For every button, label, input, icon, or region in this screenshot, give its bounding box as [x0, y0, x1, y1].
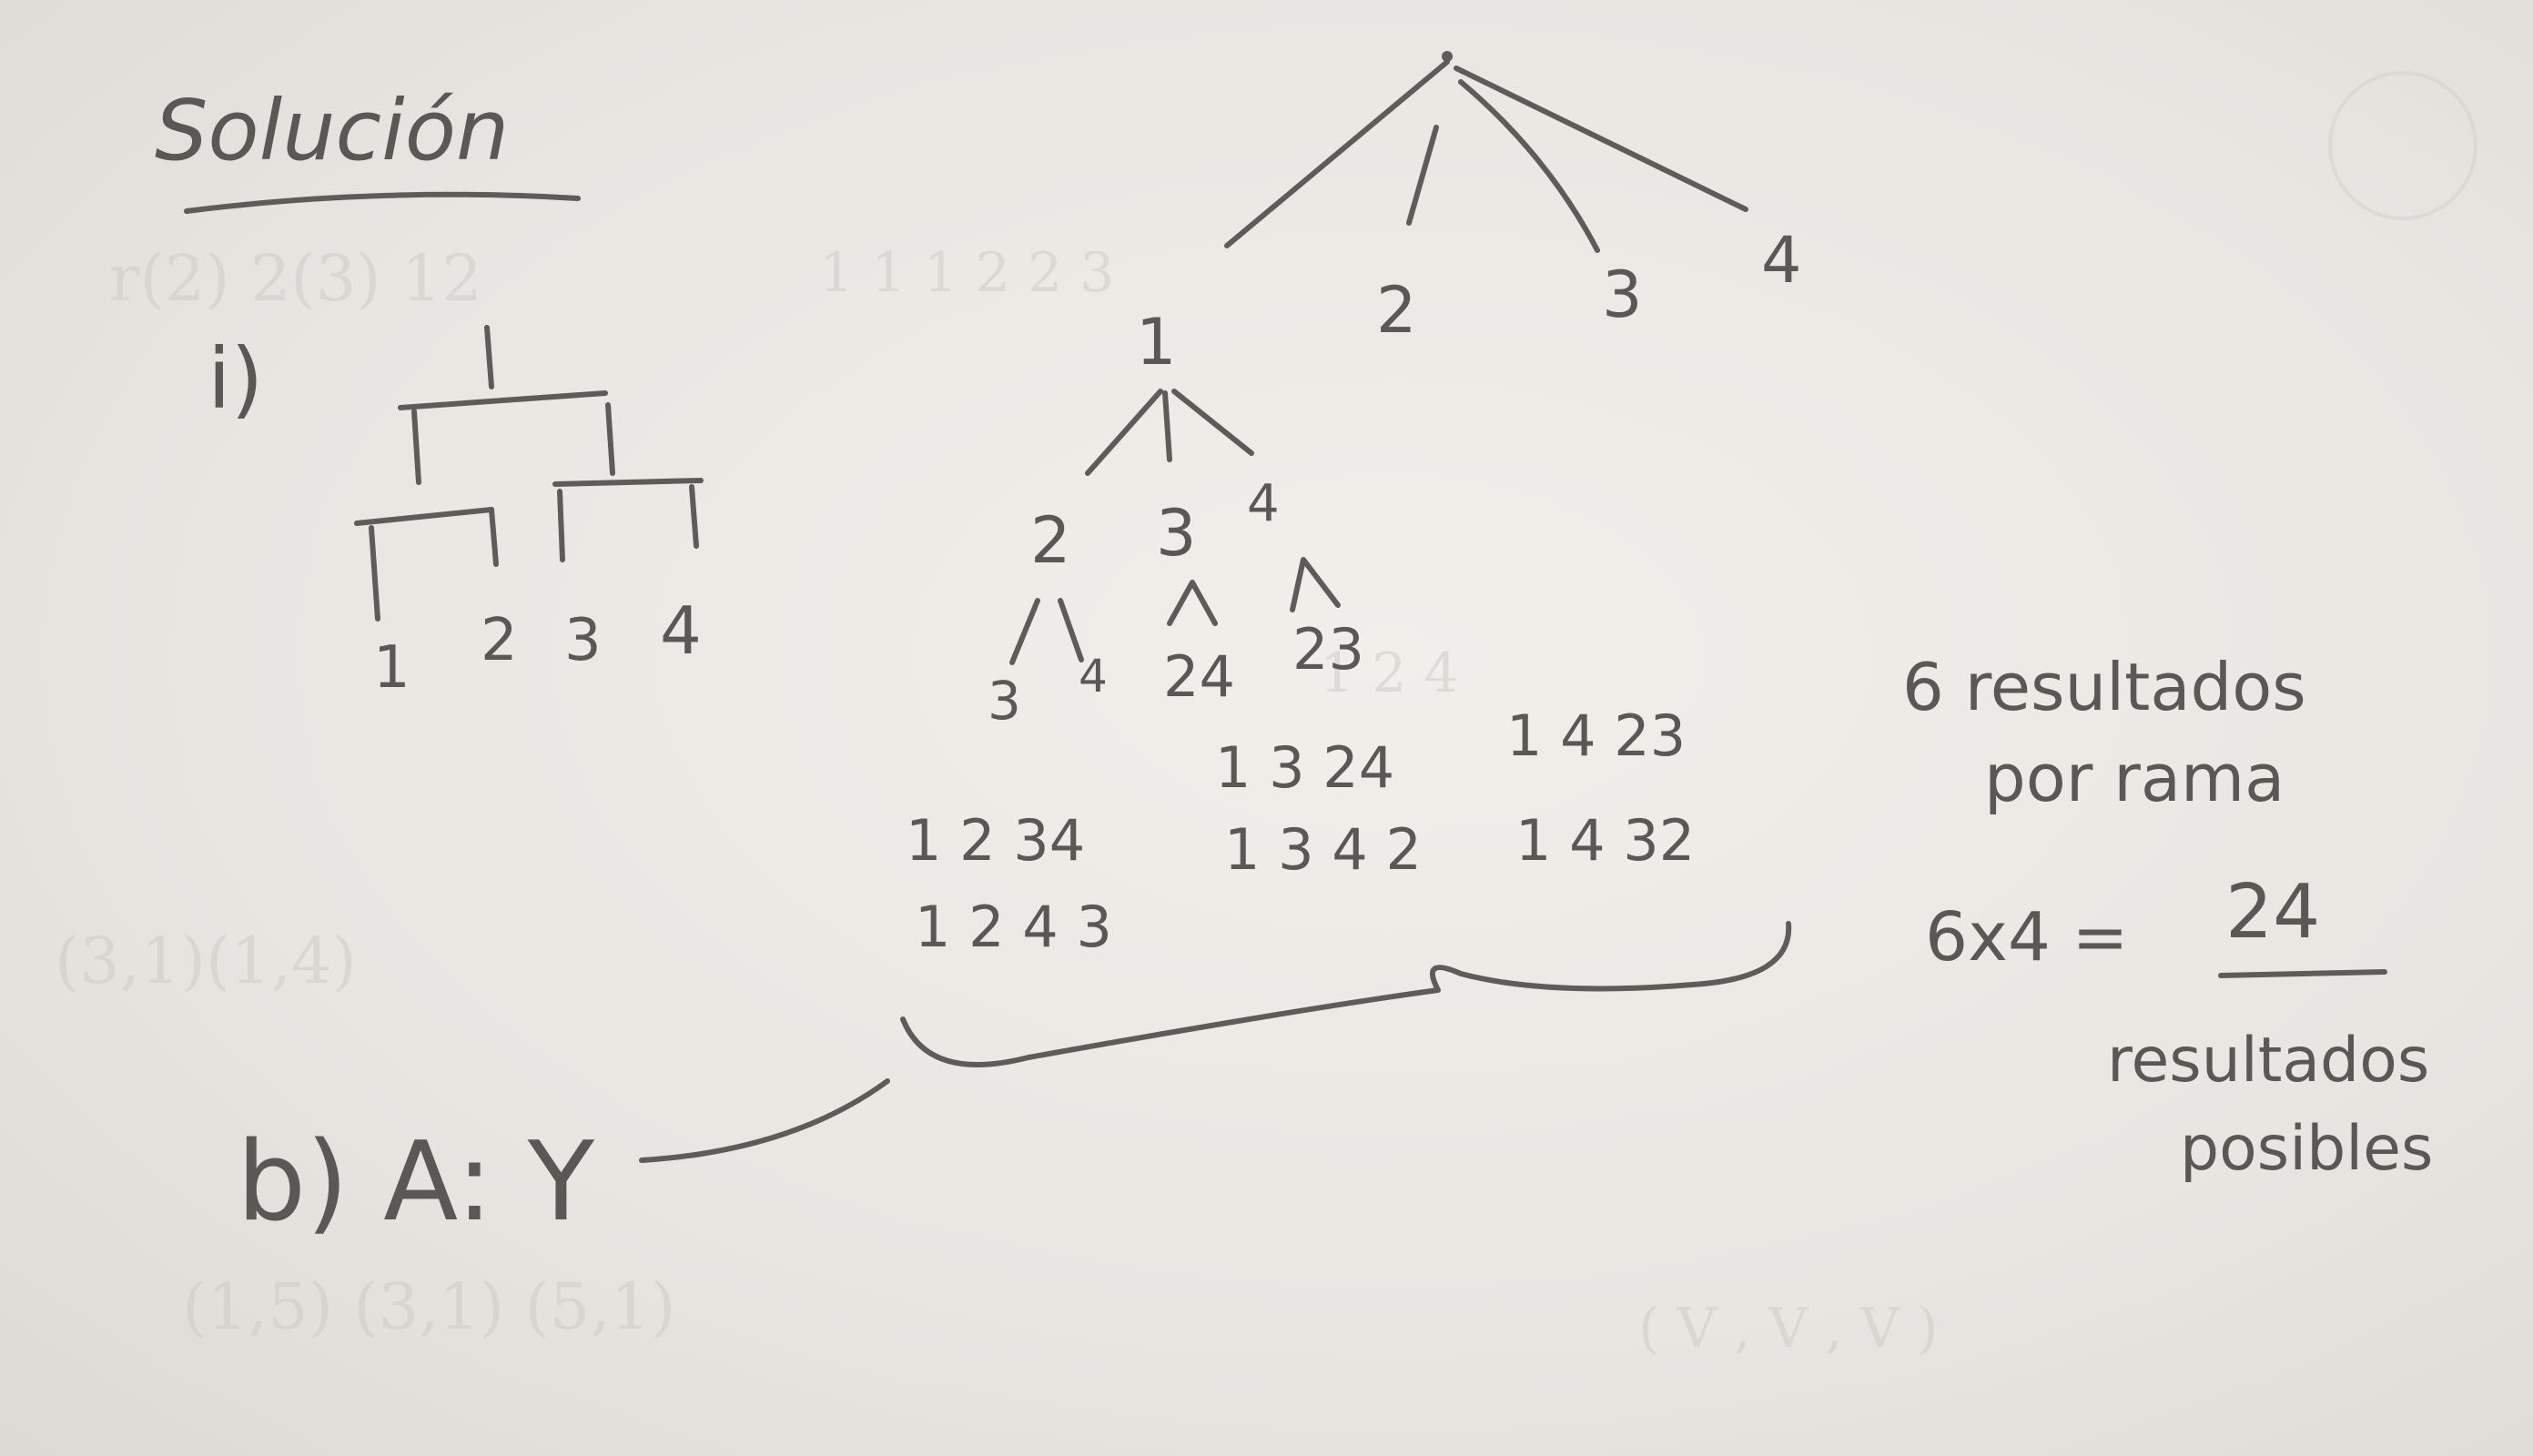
heading: Solución	[155, 82, 509, 179]
level2-node: 2	[1030, 503, 1071, 578]
svg-text:1 2 4: 1 2 4	[1320, 642, 1459, 705]
left-tree-leaf: 4	[660, 592, 702, 669]
permutation: 1 4 32	[1515, 807, 1695, 874]
permutation: 1 3 4 2	[1224, 816, 1422, 883]
top-branch-4: 4	[1761, 223, 1802, 298]
level3-node: 24	[1163, 643, 1235, 710]
permutation: 1 4 23	[1506, 703, 1686, 769]
bleed-through-marks: r(2) 2(3) 12 1 1 1 2 2 3 (3,1)(1,4) 1 2 …	[55, 71, 2477, 1360]
equation-lhs: 6x4 =	[1925, 898, 2128, 976]
level2-node: 4	[1247, 474, 1280, 533]
permutation-list: 1 2 34 1 2 4 3 1 3 24 1 3 4 2 1 4 23 1 4…	[906, 703, 1695, 960]
level3-node: 23	[1292, 616, 1364, 682]
left-tree-leaf: 3	[564, 607, 602, 674]
svg-text:r(2) 2(3) 12: r(2) 2(3) 12	[109, 241, 482, 316]
svg-text:( V , V , V ): ( V , V , V )	[1638, 1297, 1938, 1360]
caption2: posibles	[2180, 1113, 2433, 1185]
level3-node: 4	[1079, 650, 1108, 703]
notes-line1: 6 resultados	[1902, 649, 2306, 725]
top-branch-2: 2	[1376, 273, 1417, 348]
equation-result: 24	[2225, 869, 2320, 956]
notes-line2: por rama	[1984, 740, 2285, 816]
svg-text:(3,1)(1,4): (3,1)(1,4)	[55, 924, 357, 998]
level3-node: 3	[988, 670, 1021, 732]
level2-node: 3	[1156, 496, 1197, 571]
result-underline	[2218, 969, 2387, 978]
svg-text:1 1 1 2 2 3: 1 1 1 2 2 3	[819, 241, 1114, 305]
caption1: resultados	[2107, 1025, 2429, 1097]
main-tree: 1 2 3 4 2 3 4 3 4 24 23	[988, 51, 1802, 732]
top-branch-3: 3	[1602, 258, 1643, 332]
top-branch-1: 1	[1136, 305, 1177, 379]
svg-text:(1,5) (3,1) (5,1): (1,5) (3,1) (5,1)	[182, 1269, 675, 1344]
arrow	[639, 1078, 890, 1163]
part-b: b) A: Y	[237, 1119, 595, 1246]
permutation: 1 2 4 3	[915, 894, 1112, 960]
left-tree: 1 2 3 4	[354, 325, 704, 702]
permutation: 1 2 34	[906, 807, 1085, 874]
part-i-label: i)	[208, 330, 263, 428]
heading-underline	[184, 191, 581, 214]
left-tree-leaf: 2	[481, 607, 518, 674]
permutation: 1 3 24	[1215, 734, 1394, 801]
left-tree-leaf: 1	[373, 634, 410, 702]
grouping-brace	[900, 921, 1792, 1067]
side-notes: 6 resultados por rama 6x4 = 24 resultado…	[1902, 649, 2433, 1185]
